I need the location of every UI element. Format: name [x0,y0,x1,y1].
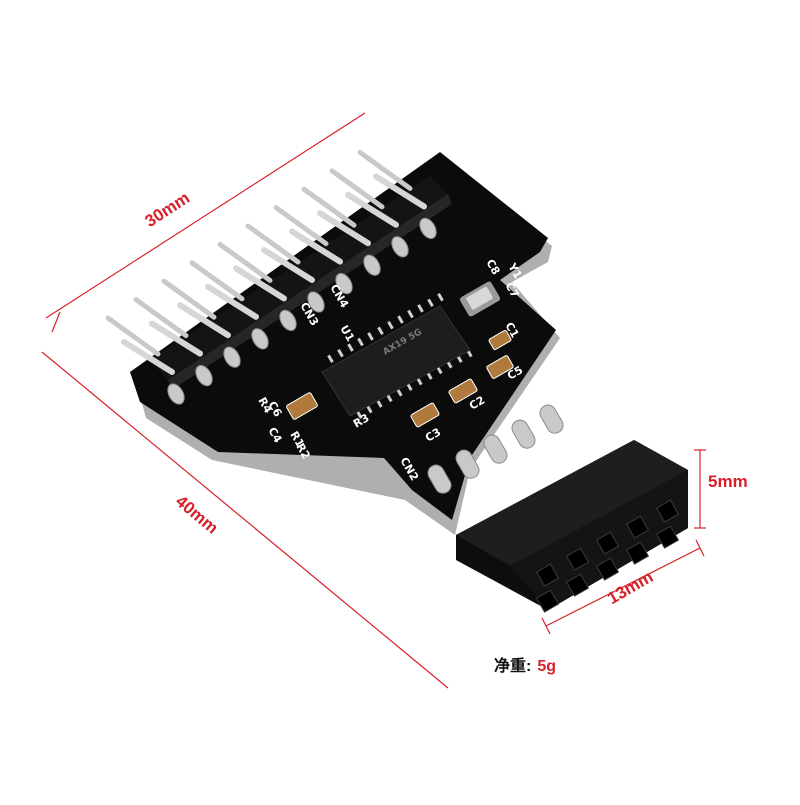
chip-leg [377,326,384,335]
capacitors [286,330,514,428]
pin-front [233,265,287,302]
dim-label-5mm: 5mm [708,472,748,491]
socket-hole [655,525,680,549]
pin-back [245,223,301,265]
pin-solder-pad [391,236,409,258]
chip-leg [337,348,344,358]
pin-solder-pad [363,254,381,276]
pin-back [217,241,273,283]
dimension-lines [41,112,706,689]
net-weight: 净重: 5g [494,652,556,676]
pin-back [189,260,245,302]
female-header [456,440,688,613]
pin-solder-pad [195,364,213,387]
net-weight-label: 净重: [494,658,532,675]
pin-solder-pad [167,383,185,405]
pin-back [329,168,385,210]
pin-back [301,186,357,228]
pin-front [261,247,315,283]
dim-line-40mm [41,351,449,689]
pin-front [177,302,231,339]
pin-front [345,191,399,228]
chip-leg [397,315,404,324]
crystal-y1 [460,281,500,317]
chip-leg [375,399,383,408]
chip-leg [357,337,364,347]
cn2-board-pins [427,404,564,494]
chip-leg [417,304,424,313]
chip-leg [366,404,373,414]
dim-line-13mm [545,547,701,627]
chip-leg [427,298,434,307]
pin-solder-pad [335,272,353,295]
net-weight-value: 5g [537,658,557,675]
socket-hole [625,541,650,565]
pin-back [161,278,217,320]
cn2-pin [483,434,508,464]
pcb [130,152,560,535]
pin-back [357,149,413,191]
chip-leg [387,320,394,330]
pin-back [105,315,161,357]
chip-leg [437,292,444,302]
socket-hole [595,531,620,555]
chip-leg [367,332,374,341]
socket-hole [625,515,650,539]
chip-leg [356,410,363,419]
cn2-pin [511,419,536,449]
socket-hole [565,547,590,571]
pin-back [273,205,329,247]
pin-front [121,339,175,375]
pin-solder-pad [251,328,269,350]
pin-back [133,297,189,339]
socket-hole [655,499,680,523]
pin-front [317,210,371,247]
cn2-pin [455,449,480,479]
pin-solder-pad [419,217,437,240]
dim-line-30mm [45,112,366,319]
pin-solder-pad [223,346,241,368]
socket-hole [535,563,560,587]
socket-hole [565,573,590,597]
chip-leg [407,309,414,319]
pin-front [373,173,427,210]
pin-front [149,320,203,357]
chip-leg [327,354,334,363]
socket-hole [535,589,560,613]
chip-leg [347,343,354,352]
pin-front [289,228,343,265]
cn2-pin [427,464,452,494]
pin-front [205,283,259,320]
male-pin-header [105,149,452,405]
cn2-pin [539,404,564,434]
pin-solder-pad [307,291,325,313]
pin-solder-pad [279,309,297,332]
socket-hole [595,557,620,581]
